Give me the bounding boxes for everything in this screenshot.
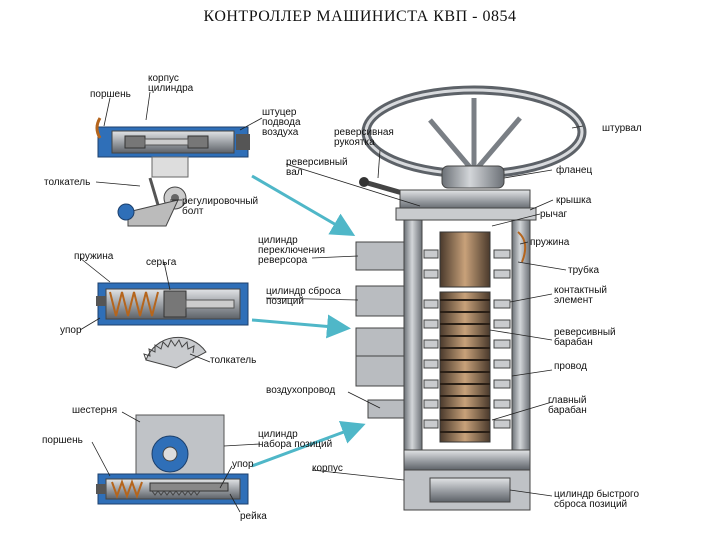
label-stop-bottom: упор [232, 459, 254, 470]
label-reversing-handle: реверсивная рукоятка [334, 127, 394, 148]
label-flange: фланец [556, 165, 593, 176]
set-cylinder-drawing [96, 414, 249, 505]
label-housing: корпус [312, 463, 343, 474]
reset-cylinder-drawing [96, 282, 249, 326]
label-main-drum: главный барабан [548, 395, 587, 416]
label-cover: крышка [556, 195, 592, 206]
label-air-duct: воздухопровод [266, 385, 336, 396]
leader-lines [79, 91, 584, 513]
reverser-cylinder-drawing [95, 117, 250, 178]
label-spring-left: пружина [74, 251, 114, 262]
label-reversing-shaft: реверсивный вал [286, 157, 348, 178]
label-pusher-top: толкатель [44, 177, 91, 188]
gear-sector-drawing [143, 336, 207, 369]
label-set-positions-cylinder: цилиндр набора позиций [258, 429, 333, 450]
controller-assembly-drawing [355, 85, 587, 511]
label-cylinder-body: корпус цилиндра [148, 73, 194, 94]
label-steering-wheel: штурвал [602, 123, 642, 134]
label-piston-top: поршень [90, 89, 131, 100]
pusher-lever-drawing [117, 177, 187, 227]
label-adjusting-bolt: регулировочный болт [182, 196, 259, 217]
label-wire: провод [554, 361, 587, 372]
label-reverser-switch-cylinder: цилиндр переключения реверсора [258, 235, 325, 266]
label-lever: рычаг [540, 209, 568, 220]
label-reset-cylinder: цилиндр сброса позиций [266, 286, 341, 307]
label-pusher-mid: толкатель [210, 355, 257, 366]
reference-arrows [251, 174, 366, 468]
label-fast-reset-cylinder: цилиндр быстрого сброса позиций [554, 489, 640, 510]
label-piston-bottom: поршень [42, 435, 83, 446]
diagram-title: КОНТРОЛЛЕР МАШИНИСТА КВП - 0854 [203, 8, 517, 25]
label-reversing-drum: реверсивный барабан [554, 327, 616, 348]
label-air-inlet-fitting: штуцер подвода воздуха [262, 107, 301, 138]
label-gear: шестерня [72, 405, 118, 416]
label-shackle: серьга [146, 257, 177, 268]
label-stop-mid: упор [60, 325, 82, 336]
label-rack: рейка [240, 511, 267, 522]
label-tube: трубка [568, 265, 600, 276]
label-contact-element: контактный элемент [554, 285, 607, 306]
label-spring-right: пружина [530, 237, 570, 248]
